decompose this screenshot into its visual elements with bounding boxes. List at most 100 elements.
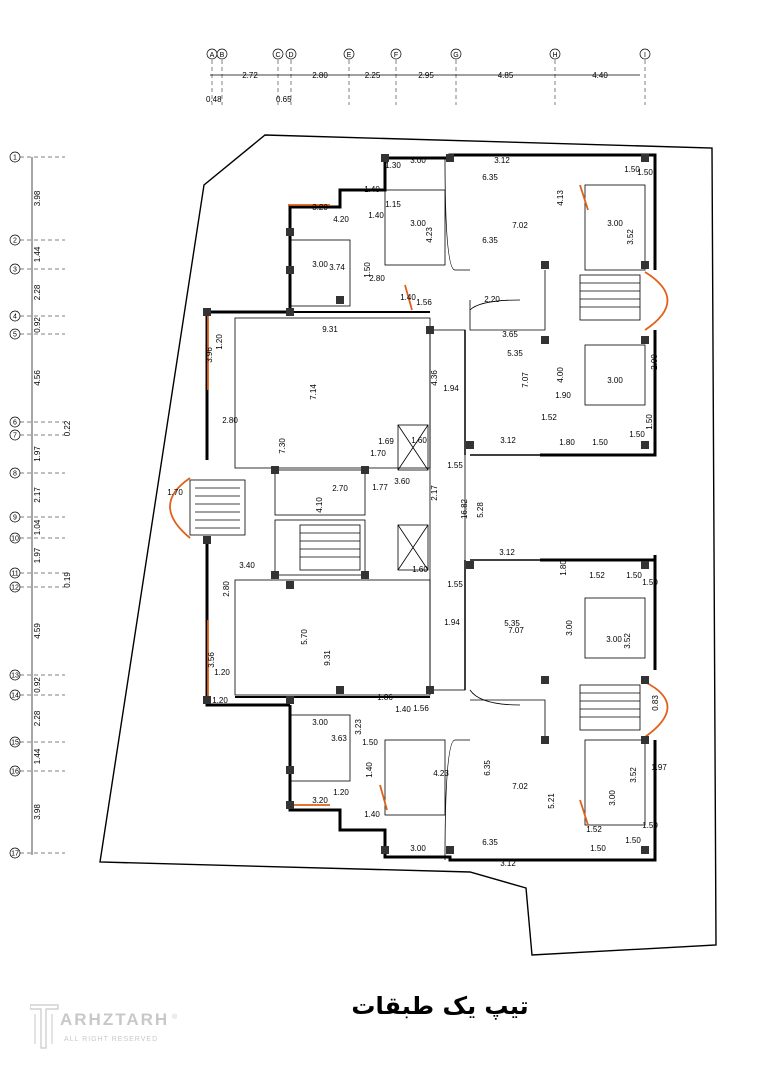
room-dimension-label: 7.30	[278, 438, 287, 454]
structural-column	[336, 296, 344, 304]
structural-column	[541, 336, 549, 344]
room-dimension-label: 3.40	[239, 561, 255, 570]
room-dimension-label: 2.80	[222, 581, 231, 597]
grid-dimension: 4.40	[592, 71, 608, 80]
grid-dimension: 2.28	[33, 710, 42, 726]
grid-axis-bubble	[9, 532, 21, 544]
structural-column	[641, 846, 649, 854]
structural-column	[541, 261, 549, 269]
room-dimension-label: 1.60	[412, 565, 428, 574]
grid-dimension: 3.98	[33, 804, 42, 820]
room-dimension-label: 9.31	[322, 325, 338, 334]
grid-dimension: 2.28	[33, 284, 42, 300]
grid-axis-label: 17	[11, 851, 19, 858]
grid-axis-label: E	[347, 52, 352, 59]
room-dimension-label: 1.70	[370, 449, 386, 458]
grid-axis-label: 1	[13, 155, 17, 162]
grid-axis-label: 3	[13, 267, 17, 274]
grid-axis-bubble	[9, 328, 21, 340]
room-dimension-label: 3.00	[410, 844, 426, 853]
grid-dimension: 2.25	[365, 71, 381, 80]
grid-axis-label: F	[394, 52, 398, 59]
room-dimension-label: 1.20	[212, 696, 228, 705]
structural-column	[641, 676, 649, 684]
grid-dimension: 2.95	[418, 71, 434, 80]
room-dimension-label: 7.07	[521, 372, 530, 388]
grid-axis-label: 7	[13, 433, 17, 440]
structural-column	[466, 561, 474, 569]
grid-axis-bubble	[9, 234, 21, 246]
grid-axis-label: 5	[13, 332, 17, 339]
structural-column	[426, 686, 434, 694]
room-dimension-label: 3.00	[606, 635, 622, 644]
structural-column	[381, 154, 389, 162]
grid-axis-bubble	[216, 48, 228, 60]
grid-axis-label: 16	[11, 769, 19, 776]
structural-column	[286, 308, 294, 316]
room-dimension-label: 3.52	[629, 767, 638, 783]
grid-dimension: 1.97	[33, 547, 42, 563]
grid-axis-bubble	[639, 48, 651, 60]
grid-axis-label: 12	[11, 585, 19, 592]
grid-dimension: 0.19	[63, 572, 72, 588]
structural-column	[641, 336, 649, 344]
room-dimension-label: 1.40	[364, 810, 380, 819]
room-dimension-label: 3.00	[607, 219, 623, 228]
room-dimension-label: 6.35	[482, 173, 498, 182]
columns	[203, 154, 649, 854]
room-dimension-label: 1.56	[416, 298, 432, 307]
room-dimension-label: 2.20	[484, 295, 500, 304]
grid-dimension: 0.22	[63, 420, 72, 436]
grid-axis-bubble	[9, 467, 21, 479]
room-dimension-label: 3.96	[205, 347, 214, 363]
grid-axis-label: A	[210, 52, 215, 59]
structural-column	[446, 846, 454, 854]
room-dimension-label: 1.50	[363, 262, 372, 278]
site-boundary	[99, 134, 717, 956]
grid-axis-label: I	[644, 52, 646, 59]
room-dimension-label: 4.23	[433, 769, 449, 778]
room-dimension-label: 1.50	[642, 821, 658, 830]
grid-axis-label: 6	[13, 420, 17, 427]
room-dimension-label: 5.21	[547, 793, 556, 809]
room-dimension-label: 3.23	[354, 719, 363, 735]
room-dimension-label: 3.20	[312, 203, 328, 212]
grid-dimension: 0.92	[33, 677, 42, 693]
structural-column	[641, 261, 649, 269]
room-dimension-label: 1.50	[624, 165, 640, 174]
room-dimension-label: 2.70	[332, 484, 348, 493]
structural-column	[541, 676, 549, 684]
room-dimension-label: 3.74	[329, 263, 345, 272]
room-dimension-label: 1.50	[645, 414, 654, 430]
structural-column	[641, 154, 649, 162]
room-dimension-label: 1.50	[642, 578, 658, 587]
room-dimension-label: 1.55	[447, 580, 463, 589]
top-sub-dimension: 0.48	[206, 95, 222, 104]
grid-axis-bubble	[9, 847, 21, 859]
grid-axis-bubble	[9, 263, 21, 275]
stairs-right-top	[579, 274, 641, 321]
room-dimension-label: 1.50	[362, 738, 378, 747]
grid-axis-label: C	[275, 52, 280, 59]
room-dimension-label: 6.35	[482, 236, 498, 245]
room-dimension-label: 3.00	[312, 260, 328, 269]
room-dimension-label: 1.40	[368, 211, 384, 220]
room-dimension-label: 1.20	[333, 788, 349, 797]
room-dimension-label: 6.35	[482, 838, 498, 847]
grid-axis-bubble	[9, 511, 21, 523]
room-dimension-label: 5.35	[504, 619, 520, 628]
room-dimension-label: 3.00	[607, 376, 623, 385]
grid-axis-label: 10	[11, 536, 19, 543]
stairs-center	[299, 524, 361, 571]
grid-axis-bubble	[9, 567, 21, 579]
room-dimension-label: 1.50	[590, 844, 606, 853]
room-dimension-label: 3.52	[626, 229, 635, 245]
interior-partitions	[189, 157, 646, 861]
structural-column	[426, 326, 434, 334]
room-dimension-label: 1.50	[625, 836, 641, 845]
grid-axis-bubble	[549, 48, 561, 60]
